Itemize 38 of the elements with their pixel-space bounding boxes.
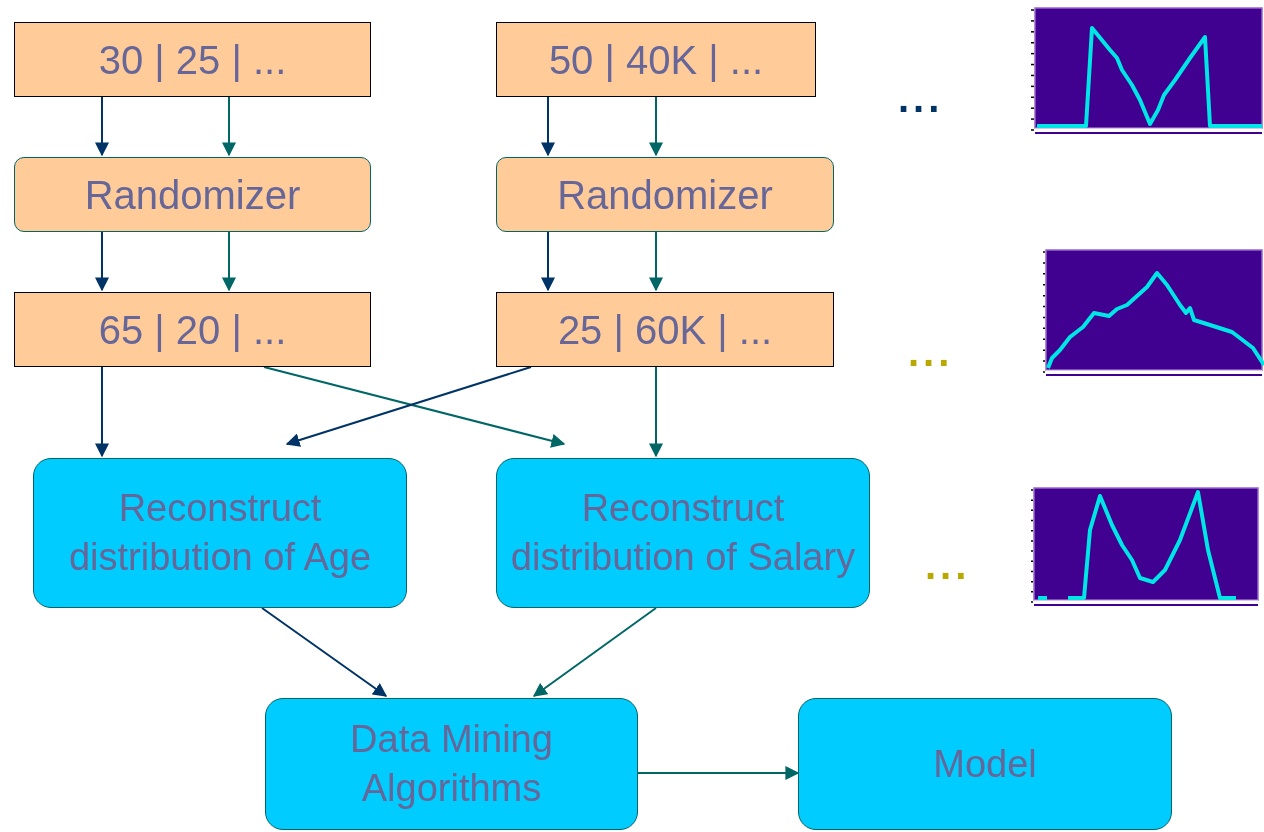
node-label: 50 | 40K | ... xyxy=(548,36,764,84)
arrow xyxy=(285,366,532,447)
arrow xyxy=(95,231,109,292)
arrow xyxy=(222,231,236,292)
arrow xyxy=(637,766,800,780)
arrow xyxy=(649,96,663,157)
process-box xyxy=(14,157,371,232)
data-record-box xyxy=(14,292,371,367)
node-label: 65 | 20 | ... xyxy=(98,306,287,354)
process-box xyxy=(33,458,407,608)
node-label: Data Mining Algorithms xyxy=(349,717,554,811)
arrow xyxy=(263,366,566,448)
arrow xyxy=(541,96,555,157)
arrow xyxy=(261,607,388,697)
node-label: Reconstruct distribution of Salary xyxy=(509,486,857,580)
process-box xyxy=(496,458,870,608)
arrow xyxy=(532,607,657,697)
data-record-box xyxy=(496,292,834,367)
arrow xyxy=(541,231,555,292)
arrow xyxy=(95,96,109,157)
node-label: 30 | 25 | ... xyxy=(98,36,287,84)
process-box xyxy=(496,157,834,232)
ellipsis-text: ... xyxy=(925,545,971,585)
ellipsis-text: ... xyxy=(908,332,954,372)
data-record-box xyxy=(496,22,816,97)
node-label: Reconstruct distribution of Age xyxy=(67,486,373,580)
process-box xyxy=(798,698,1172,830)
data-record-box xyxy=(14,22,371,97)
process-box xyxy=(265,698,638,830)
node-label: Randomizer xyxy=(84,171,301,219)
arrow xyxy=(95,366,109,458)
arrow xyxy=(649,366,663,458)
node-label: Randomizer xyxy=(557,171,773,219)
ellipsis-text: ... xyxy=(898,78,944,118)
node-label: Model xyxy=(933,741,1037,787)
node-label: 25 | 60K | ... xyxy=(557,306,773,354)
arrow xyxy=(649,231,663,292)
arrow xyxy=(222,96,236,157)
